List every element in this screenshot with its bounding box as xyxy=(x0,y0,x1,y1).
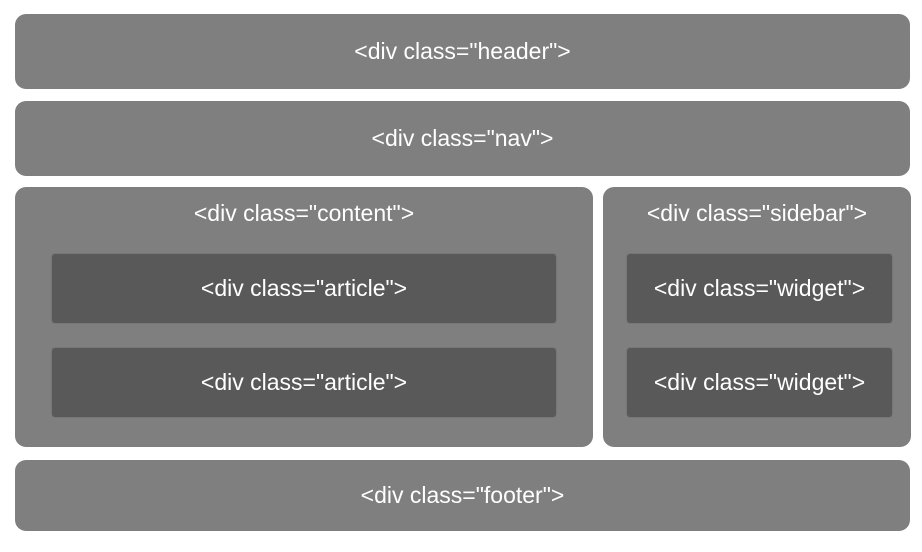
article-box-label: <div class="article"> xyxy=(200,369,408,395)
footer-box: <div class="footer"> xyxy=(15,460,910,531)
nav-box: <div class="nav"> xyxy=(15,101,910,176)
footer-box-label: <div class="footer"> xyxy=(360,482,565,508)
article-box: <div class="article"> xyxy=(51,347,557,418)
header-box: <div class="header"> xyxy=(15,14,910,89)
article-box-label: <div class="article"> xyxy=(200,275,408,301)
sidebar-box-label: <div class="sidebar"> xyxy=(646,200,868,226)
widget-box-label: <div class="widget"> xyxy=(653,275,866,301)
content-box: <div class="content"> <div class="articl… xyxy=(15,187,593,447)
article-box: <div class="article"> xyxy=(51,253,557,324)
header-box-label: <div class="header"> xyxy=(354,38,571,64)
widget-box: <div class="widget"> xyxy=(626,253,893,324)
content-box-label: <div class="content"> xyxy=(193,200,415,226)
nav-box-label: <div class="nav"> xyxy=(371,125,554,151)
widget-box-label: <div class="widget"> xyxy=(653,369,866,395)
widget-box: <div class="widget"> xyxy=(626,347,893,418)
sidebar-box: <div class="sidebar"> <div class="widget… xyxy=(603,187,911,447)
